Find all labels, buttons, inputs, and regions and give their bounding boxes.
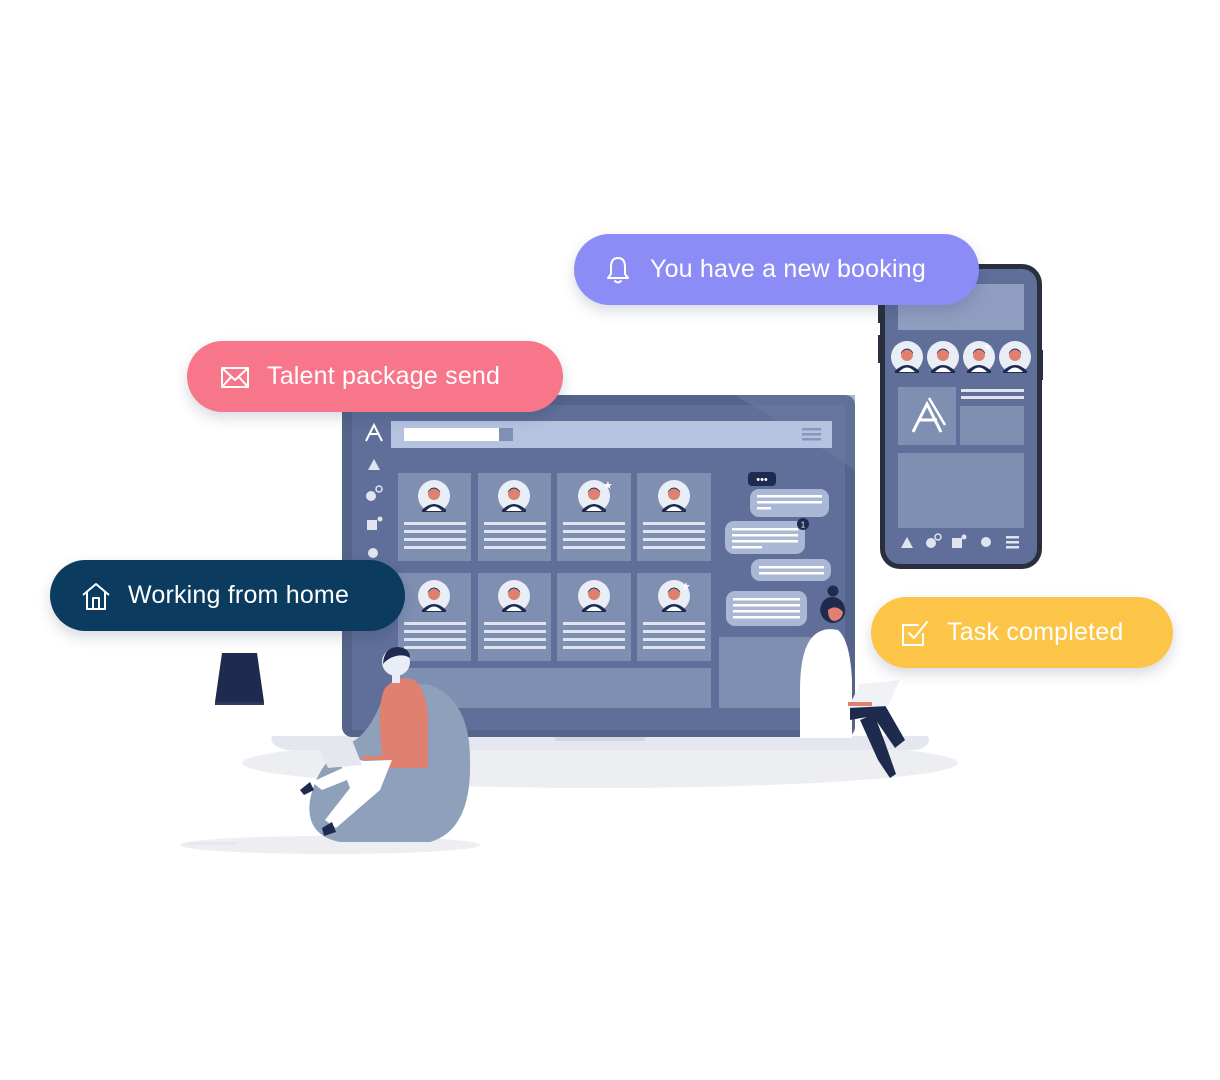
notification-label: Working from home (128, 581, 350, 609)
phone-logo-tile (898, 387, 956, 445)
notification-new-booking: You have a new booking (574, 234, 979, 305)
phone-text-block (960, 389, 1024, 445)
chat-bubble (751, 559, 831, 581)
lamp (215, 653, 264, 705)
checkbox-icon (899, 617, 931, 649)
notification-label: Task completed (947, 618, 1124, 646)
profile-card (478, 473, 551, 561)
notification-talent-package: Talent package send (187, 341, 563, 412)
menu-icon (1006, 536, 1019, 549)
star-icon: ★ (983, 342, 992, 353)
circle-icon (981, 537, 991, 547)
square-icon (367, 516, 383, 530)
person-beanbag (300, 647, 471, 842)
laptop-logo (365, 422, 383, 442)
triangle-icon (368, 459, 380, 470)
profile-grid: ★ (398, 473, 711, 708)
typing-indicator: ••• (756, 474, 768, 486)
notification-label: You have a new booking (650, 255, 926, 283)
laptop-search-bar (391, 421, 832, 448)
laptop-sidebar (366, 459, 383, 558)
triangle-icon (901, 537, 913, 548)
shapes-icon (366, 485, 383, 501)
laptop: ★ (342, 395, 855, 737)
shapes-icon (926, 533, 942, 548)
phone: ★ (878, 264, 1043, 569)
profile-card (637, 473, 711, 561)
profile-card (557, 573, 631, 661)
envelope-icon (219, 361, 251, 393)
notification-task-completed: Task completed (871, 597, 1173, 668)
chat-input-panel (719, 637, 811, 708)
profile-card (398, 573, 471, 661)
phone-avatars: ★ (891, 341, 1031, 373)
chat-bubble (726, 591, 807, 626)
star-icon: ★ (603, 480, 613, 492)
chat-bubble (750, 489, 829, 517)
svg-text:1: 1 (801, 521, 806, 530)
chat-bubble (725, 521, 805, 554)
square-icon (952, 534, 967, 548)
laptop-menu-icon (802, 428, 821, 441)
profile-card: ★ (557, 473, 631, 561)
profile-card (398, 473, 471, 561)
profile-card (478, 573, 551, 661)
house-icon (80, 580, 112, 612)
profile-card: ★ (637, 573, 711, 661)
phone-nav-bar (901, 533, 1019, 549)
notification-label: Talent package send (267, 362, 501, 390)
floor-shadow (180, 738, 958, 854)
star-icon: ★ (681, 581, 691, 593)
notification-working-from-home: Working from home (50, 560, 405, 631)
person-sitting (800, 585, 905, 778)
unread-badge: 1 (797, 518, 809, 530)
bell-icon (602, 254, 634, 286)
circle-icon (368, 548, 378, 558)
phone-content-panel (898, 453, 1024, 528)
chat-panel: ••• 1 (719, 472, 831, 708)
